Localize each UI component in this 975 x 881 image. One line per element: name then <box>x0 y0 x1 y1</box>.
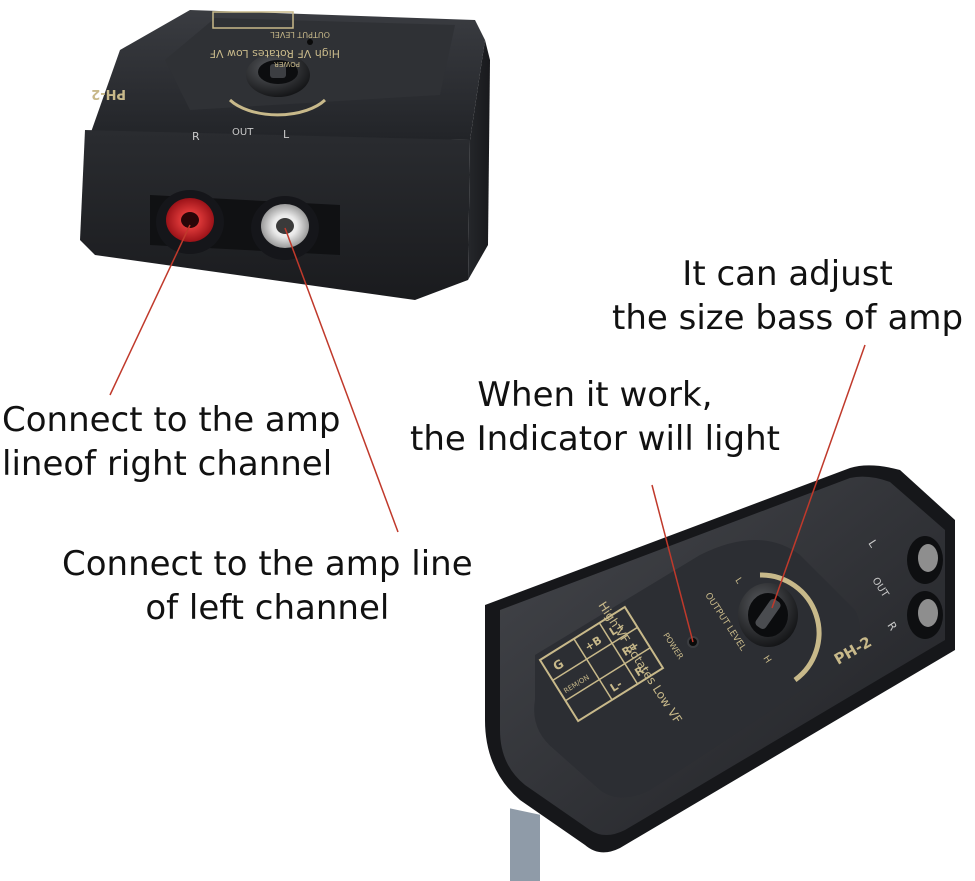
bass-knob[interactable] <box>738 572 822 683</box>
caption-indicator-line1: When it work, <box>477 375 713 415</box>
pointer-indicator <box>651 484 694 643</box>
caption-left-channel-line2: of left channel <box>145 588 390 628</box>
pointer-left-channel <box>284 227 399 533</box>
side-connector <box>510 808 540 881</box>
knob-low-label: L <box>732 576 743 586</box>
device-rear-view: High VF Rotates Low VF OUTPUT LEVEL POWE… <box>80 10 490 300</box>
device-rear-power-label: POWER <box>274 60 300 68</box>
caption-left-channel: Connect to the amp line of left channel <box>62 542 473 630</box>
power-led-rear <box>307 39 313 45</box>
device-rear-model: PH-2 <box>91 86 126 101</box>
device-rear-output-level: OUTPUT LEVEL <box>270 30 330 39</box>
jack-label-l-rear: L <box>283 128 290 141</box>
caption-right-channel: Connect to the amp lineof right channel <box>2 398 340 486</box>
device-top-view: High VF Rotates Low VF OUTPUT LEVEL POWE… <box>485 465 955 881</box>
pin-block-rear <box>212 11 294 29</box>
bass-knob-rear <box>228 53 327 117</box>
caption-bass-line1: It can adjust <box>682 254 893 294</box>
caption-indicator-line2: the Indicator will light <box>410 419 780 459</box>
caption-bass: It can adjust the size bass of amp <box>612 252 963 340</box>
caption-indicator: When it work, the Indicator will light <box>410 373 780 461</box>
jack-label-out-rear: OUT <box>232 127 254 138</box>
pointer-right-channel <box>109 224 191 396</box>
rca-jack-red <box>156 190 224 254</box>
device-rear-title: High VF Rotates Low VF <box>210 47 340 60</box>
caption-right-channel-line2: lineof right channel <box>2 444 333 484</box>
caption-bass-line2: the size bass of amp <box>612 298 964 338</box>
knob-high-label: H <box>760 654 772 665</box>
jack-label-r-rear: R <box>192 130 200 143</box>
rca-jacks-side <box>907 536 943 639</box>
caption-right-channel-line1: Connect to the amp <box>2 400 341 440</box>
pointer-bass <box>771 344 866 609</box>
caption-left-channel-line1: Connect to the amp line <box>62 544 473 584</box>
pointer-lines <box>109 224 866 643</box>
pin-r-minus: R- <box>632 661 650 679</box>
